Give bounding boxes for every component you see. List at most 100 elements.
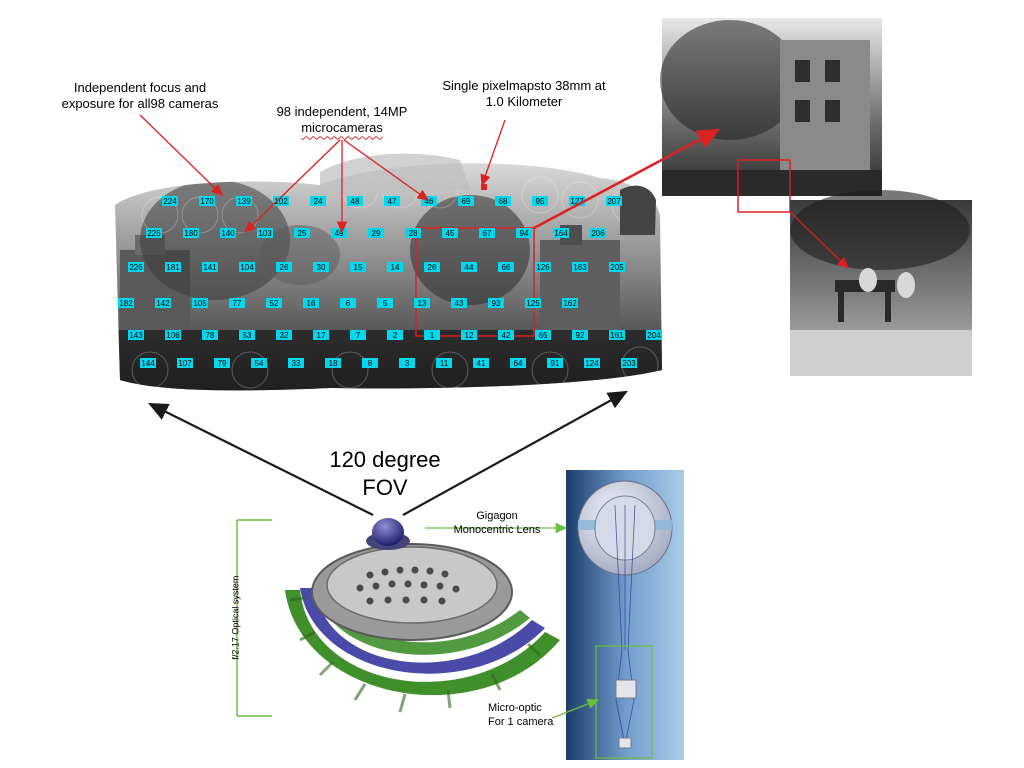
camera-tag-label: 162	[563, 299, 577, 308]
camera-tag-label: 163	[573, 263, 587, 272]
camera-tag	[236, 196, 252, 206]
camera-tag	[442, 228, 458, 238]
camera-tag	[294, 228, 310, 238]
camera-tag	[421, 196, 437, 206]
camera-tag	[214, 358, 230, 368]
pixel-line-2: 1.0 Kilometer	[485, 94, 563, 110]
camera-tag	[525, 298, 541, 308]
camera-tag-label: 13	[418, 299, 427, 308]
camera-tag-label: 2	[393, 331, 398, 340]
camera-tag-label: 1	[430, 331, 435, 340]
camera-tag	[165, 330, 181, 340]
optic-line-2: For 1 camera	[488, 715, 554, 728]
camera-tag	[458, 196, 474, 206]
camera-tag-label: 6	[346, 299, 351, 308]
camera-tag	[414, 298, 430, 308]
camera-tag-label: 24	[314, 197, 323, 206]
camera-tag-label: 106	[166, 331, 180, 340]
camera-tag-label: 206	[591, 229, 605, 238]
camera-tag-label: 45	[446, 229, 455, 238]
camera-tag-label: 93	[492, 299, 501, 308]
camera-tag	[572, 330, 588, 340]
camera-tag	[177, 358, 193, 368]
camera-tag	[405, 228, 421, 238]
camera-tag-label: 32	[280, 331, 289, 340]
camera-tag	[535, 330, 551, 340]
camera-tag-label: 16	[307, 299, 316, 308]
camera-tag-label: 103	[258, 229, 272, 238]
camera-tag-label: 48	[351, 197, 360, 206]
camera-tag-label: 15	[354, 263, 363, 272]
camera-tag-label: 143	[129, 331, 143, 340]
camera-tag-label: 29	[372, 229, 381, 238]
camera-tag	[473, 358, 489, 368]
camera-tag-label: 66	[502, 263, 511, 272]
camera-tag-label: 43	[455, 299, 464, 308]
camera-tag-label: 92	[576, 331, 585, 340]
camera-tag-label: 52	[270, 299, 279, 308]
camera-tag	[229, 298, 245, 308]
camera-tag	[325, 358, 341, 368]
pixel-line-1: Single pixelmapsto 38mm at	[442, 78, 606, 93]
camera-tag	[510, 358, 526, 368]
camera-tag-label: 182	[119, 299, 133, 308]
camera-tag-label: 44	[465, 263, 474, 272]
camera-tag	[451, 298, 467, 308]
camera-tag	[183, 228, 199, 238]
camera-tag-label: 11	[440, 359, 449, 368]
camera-tag-label: 95	[536, 197, 545, 206]
camera-tag-label: 54	[255, 359, 264, 368]
camera-tag-label: 67	[483, 229, 492, 238]
camera-tag-label: 79	[218, 359, 227, 368]
lens-cross-section-panel	[566, 470, 684, 760]
optical-system-bracket	[236, 519, 272, 717]
camera-tag	[584, 358, 600, 368]
camera-tag	[461, 330, 477, 340]
camera-tag-label: 102	[274, 197, 288, 206]
camera-tag	[288, 358, 304, 368]
camera-tag-label: 7	[356, 331, 361, 340]
camera-tag	[498, 262, 514, 272]
camera-tag	[199, 196, 215, 206]
camera-tag	[140, 358, 156, 368]
camera-tag	[273, 196, 289, 206]
camera-tag-label: 161	[610, 331, 624, 340]
camera-tag	[547, 358, 563, 368]
camera-tag	[498, 330, 514, 340]
camera-tag	[368, 228, 384, 238]
pixel-scale-label: Single pixelmapsto 38mm at 1.0 Kilometer	[424, 78, 624, 111]
fov-line-2: FOV	[362, 474, 408, 500]
focus-line-1: Independent focus and	[73, 80, 207, 95]
camera-tag	[377, 298, 393, 308]
camera-tag	[192, 298, 208, 308]
camera-tag	[303, 298, 319, 308]
camera-tag	[313, 262, 329, 272]
camera-tag	[202, 330, 218, 340]
lens-label: Gigagon Monocentric Lens	[432, 510, 562, 538]
camera-tag	[350, 330, 366, 340]
focus-line-2: exposure for all98 cameras	[61, 96, 219, 112]
camera-tag-label: 142	[156, 299, 170, 308]
camera-tag	[387, 330, 403, 340]
camera-tag	[553, 228, 569, 238]
micro-line-2: microcameras	[301, 120, 383, 136]
camera-tag-label: 33	[292, 359, 301, 368]
fov-label: 120 degree FOV	[310, 446, 460, 501]
camera-tag-label: 224	[163, 197, 177, 206]
camera-tag-label: 77	[233, 299, 242, 308]
annotation-arrows-green	[425, 522, 600, 719]
camera-tag	[347, 196, 363, 206]
camera-tag	[590, 228, 606, 238]
camera-tag	[362, 358, 378, 368]
camera-tag	[532, 196, 548, 206]
camera-tag-label: 141	[203, 263, 217, 272]
camera-tag	[384, 196, 400, 206]
camera-tag	[621, 358, 637, 368]
camera-tag-label: 28	[409, 229, 418, 238]
camera-tag	[340, 298, 356, 308]
optical-system-label: f/2.17 Optical system	[230, 575, 241, 660]
fov-arrows	[148, 390, 628, 516]
camera-tag-label: 64	[514, 359, 523, 368]
camera-tag-label: 164	[554, 229, 568, 238]
